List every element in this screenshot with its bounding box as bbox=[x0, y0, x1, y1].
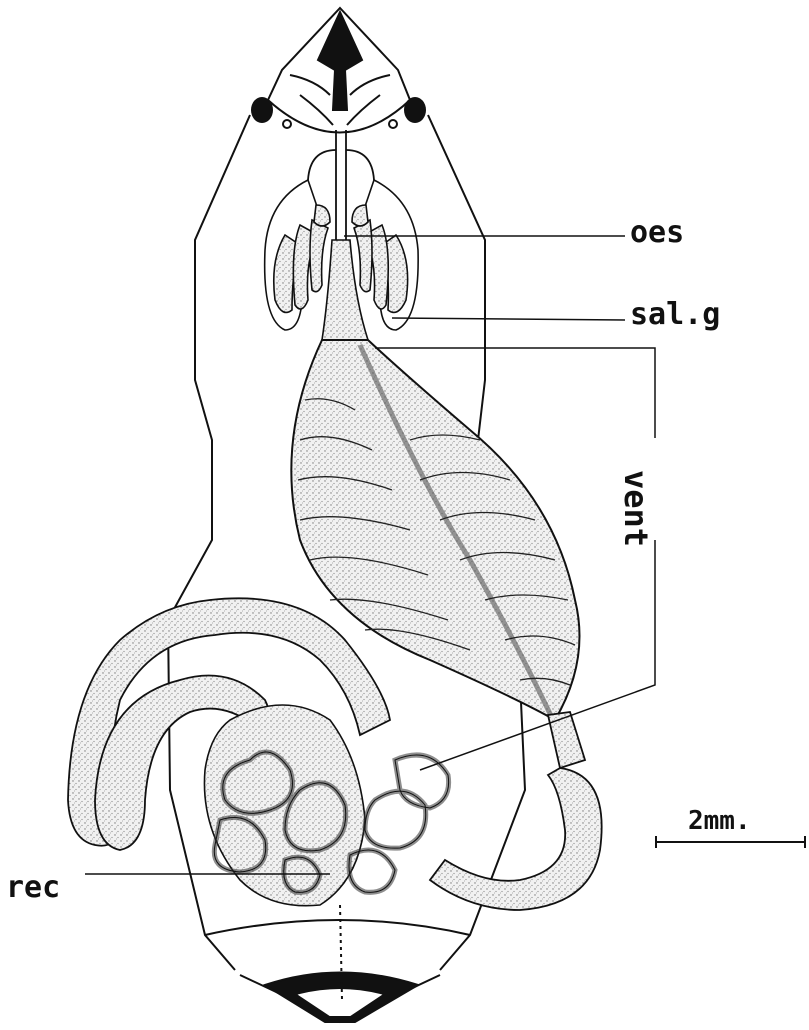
left-eye bbox=[251, 97, 273, 123]
scale-bar-label: 2mm. bbox=[688, 808, 751, 834]
label-rectum: rec bbox=[6, 873, 60, 903]
label-salivary-gland: sal.g bbox=[630, 300, 720, 330]
leader-sal-g bbox=[392, 318, 625, 320]
salivary-gland-right bbox=[352, 180, 418, 330]
scale-bar bbox=[656, 836, 805, 848]
right-eye bbox=[404, 97, 426, 123]
label-ventriculus: vent bbox=[620, 470, 652, 547]
label-oesophagus: oes bbox=[630, 218, 684, 248]
salivary-gland-left bbox=[265, 180, 330, 330]
head-capsule bbox=[268, 8, 410, 133]
